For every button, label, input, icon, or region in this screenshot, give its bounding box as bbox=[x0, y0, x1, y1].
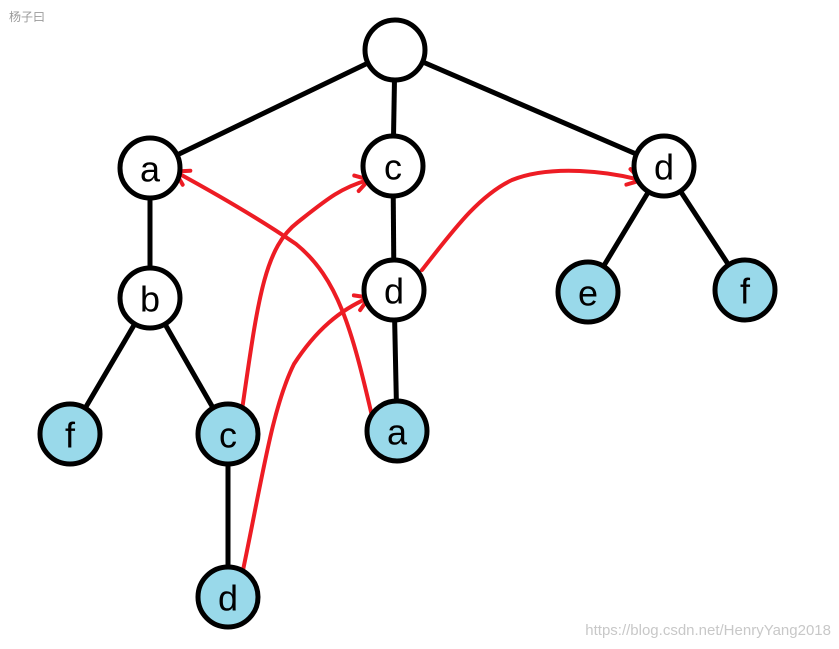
node-circle bbox=[37, 401, 103, 467]
leaf-node-a2: a bbox=[364, 398, 430, 464]
node-link-arrow-a2-to-a1 bbox=[173, 168, 374, 418]
node-link-arrow-d3-to-d2 bbox=[240, 293, 371, 577]
node-label: f bbox=[65, 415, 76, 456]
watermark: https://blog.csdn.net/HenryYang2018 bbox=[585, 622, 831, 639]
tree-edge-root-a1 bbox=[148, 47, 397, 171]
node-label: a bbox=[140, 149, 161, 190]
tree-node-d2: d bbox=[361, 257, 427, 323]
node-circle bbox=[364, 398, 430, 464]
edges-layer bbox=[67, 47, 748, 597]
node-label: d bbox=[218, 578, 238, 619]
corner-label: 杨子曰 bbox=[9, 10, 46, 24]
node-label: c bbox=[384, 147, 402, 188]
node-circle bbox=[117, 265, 183, 331]
tree-node-b1: b bbox=[117, 265, 183, 331]
node-label: d bbox=[654, 147, 674, 188]
node-label: e bbox=[578, 273, 598, 314]
leaf-node-f1: f bbox=[712, 257, 778, 323]
tree-node-root bbox=[362, 17, 428, 83]
tree-node-c1: c bbox=[360, 133, 426, 199]
node-label: c bbox=[219, 415, 237, 456]
node-label: d bbox=[384, 271, 404, 312]
node-link-arrow-d2-to-d1 bbox=[420, 167, 643, 272]
node-circle bbox=[555, 259, 621, 325]
tree-node-d1: d bbox=[631, 133, 697, 199]
node-circle bbox=[195, 564, 261, 630]
node-label: b bbox=[140, 279, 160, 320]
node-circle bbox=[712, 257, 778, 323]
leaf-node-f2: f bbox=[37, 401, 103, 467]
node-label: a bbox=[387, 412, 408, 453]
node-label: f bbox=[740, 271, 751, 312]
tree-edge-root-d1 bbox=[394, 47, 665, 169]
node-circle bbox=[117, 135, 183, 201]
node-circle bbox=[631, 133, 697, 199]
node-circle bbox=[362, 17, 428, 83]
leaf-node-e1: e bbox=[555, 259, 621, 325]
node-circle bbox=[360, 133, 426, 199]
leaf-node-d3: d bbox=[195, 564, 261, 630]
node-circle bbox=[361, 257, 427, 323]
leaf-node-c2: c bbox=[195, 401, 261, 467]
node-circle bbox=[195, 401, 261, 467]
links-layer bbox=[173, 167, 643, 577]
nodes-layer: a c d b d e f f c a d bbox=[37, 17, 778, 630]
tree-node-a1: a bbox=[117, 135, 183, 201]
node-link-arrow-c2-to-c1 bbox=[240, 173, 371, 412]
